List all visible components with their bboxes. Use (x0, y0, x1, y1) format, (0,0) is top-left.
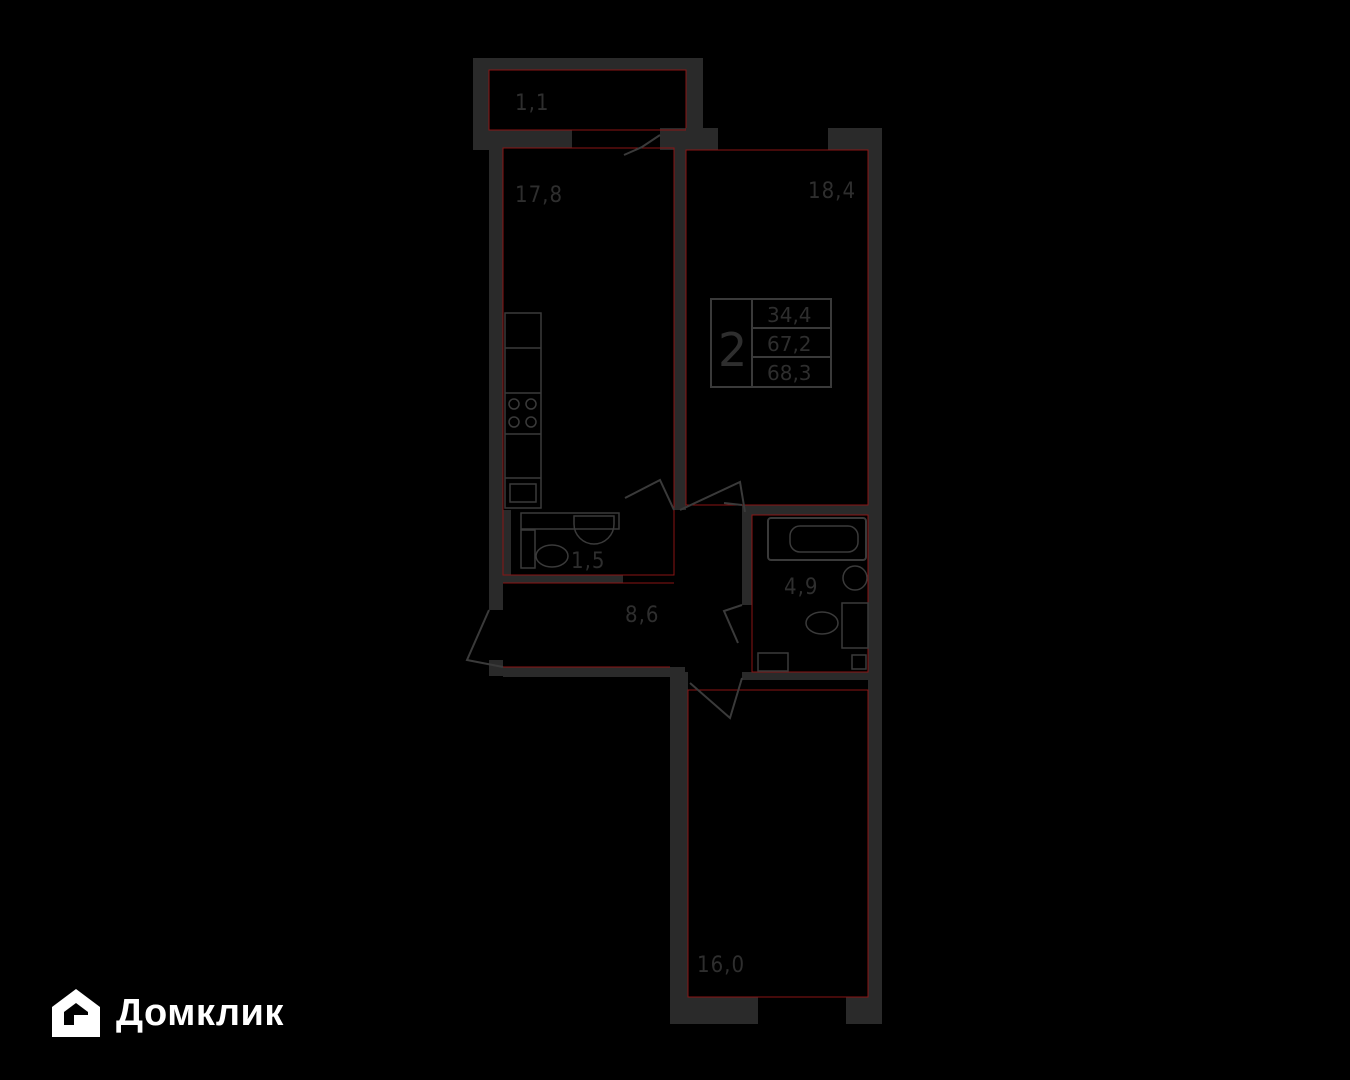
apartment-summary-box: 2 34,4 67,2 68,3 (710, 298, 832, 388)
bathroom-fixtures (757, 517, 869, 672)
kitchen-fixtures (504, 312, 542, 509)
living-area-value: 34,4 (767, 303, 812, 327)
brand-logo: Домклик (48, 985, 284, 1041)
balcony-area-label: 1,1 (515, 91, 549, 116)
hall-area-label: 8,6 (625, 603, 659, 628)
rooms-count: 2 (718, 323, 747, 377)
left-block-walls (489, 148, 686, 677)
balcony-walls (473, 58, 718, 150)
domclick-house-icon (52, 989, 100, 1037)
living-room-walls (670, 672, 882, 1024)
balcony-outline (488, 69, 687, 131)
total-area-value: 67,2 (767, 332, 812, 356)
kitchen-area-label: 17,8 (515, 183, 563, 208)
door-swings (465, 134, 746, 720)
bedroom-area-label: 18,4 (808, 179, 856, 204)
bathroom-area-label: 4,9 (784, 575, 818, 600)
living-room-area-label: 16,0 (697, 953, 745, 978)
wc-fixtures (520, 512, 620, 569)
brand-name: Домклик (116, 991, 284, 1034)
right-block-walls (686, 128, 882, 680)
inner-outlines (502, 147, 869, 998)
balcony-inclusive-area-value: 68,3 (767, 361, 812, 385)
wc-area-label: 1,5 (571, 549, 605, 574)
